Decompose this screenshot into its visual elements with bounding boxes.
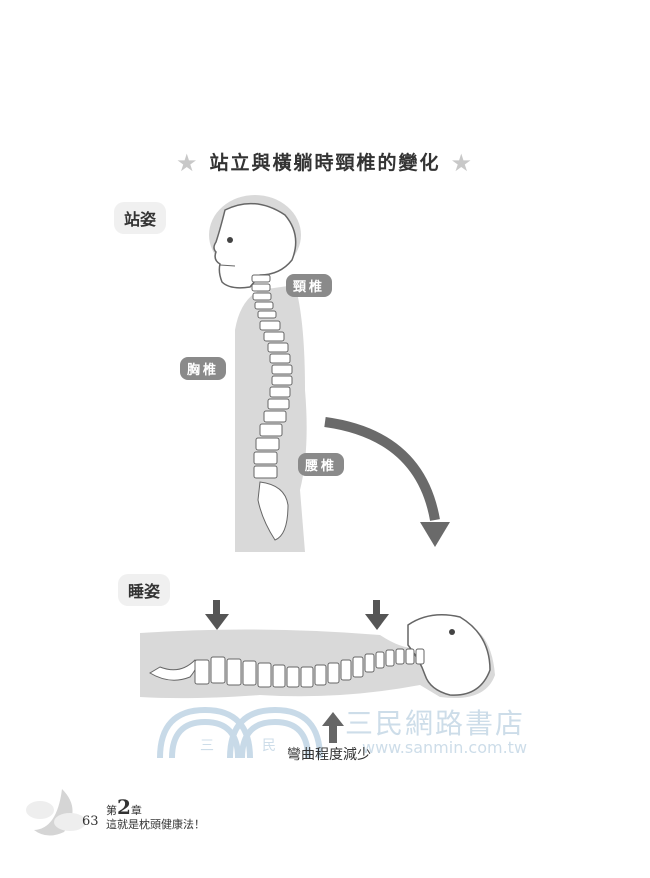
star-icon: ★ <box>175 149 200 177</box>
lying-label: 睡姿 <box>118 574 171 606</box>
lying-spine-illustration <box>140 614 495 699</box>
watermark-char: 三 <box>200 738 214 754</box>
watermark-char: 民 <box>262 738 276 754</box>
watermark-brand: 三民網路書店 <box>345 707 526 740</box>
lumbar-label: 腰椎 <box>298 453 345 476</box>
chapter-heading: 第2章 <box>106 795 142 819</box>
watermark-url: www.sanmin.com.tw <box>362 738 528 757</box>
watermark-logo-icon <box>157 706 323 759</box>
cervical-label: 頸椎 <box>286 274 333 297</box>
moon-decoration-icon <box>26 789 86 836</box>
reduced-curvature-caption: 彎曲程度減少 <box>287 747 371 763</box>
star-icon: ★ <box>450 149 475 177</box>
up-arrow-icon <box>322 712 344 743</box>
down-arrow-icon <box>365 600 389 630</box>
thoracic-label: 胸椎 <box>180 357 227 380</box>
chapter-title: 這就是枕頭健康法！ <box>106 818 205 831</box>
down-arrow-icon <box>205 600 229 630</box>
standing-spine-illustration <box>209 195 307 552</box>
curved-arrow-icon <box>324 417 450 547</box>
figure-title: ★站立與橫躺時頸椎的變化★ <box>175 149 475 177</box>
page-number: 63 <box>82 814 99 829</box>
standing-label: 站姿 <box>114 202 167 234</box>
